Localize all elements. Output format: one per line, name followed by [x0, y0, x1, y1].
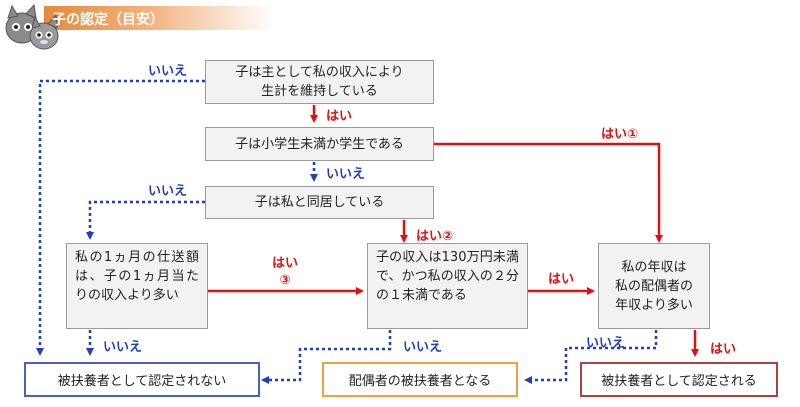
arrow-q1-no [36, 79, 205, 356]
node-q5: 子の収入は130万円未満で、かつ私の収入の２分の１未満である [367, 243, 528, 329]
label-q5-no: いいえ [403, 340, 443, 355]
page-title: 子の認定（目安） [52, 12, 164, 28]
node-q4: 私の1ヵ月の仕送額は、子の1ヵ月当たりの収入より多い [66, 243, 208, 329]
label-q1-yes: はい [326, 109, 353, 124]
label-q2-yes1: はい① [601, 127, 639, 142]
header-bar [44, 6, 274, 30]
node-end-not-dependent: 被扶養者として認定されない [24, 362, 260, 397]
node-end-dependent: 被扶養者として認定される [580, 362, 778, 397]
label-q6-yes: はい [710, 342, 737, 357]
arrow-q6-no [524, 330, 658, 384]
node-q2: 子は小学生未満か学生である [205, 127, 434, 161]
label-q3-yes2: はい② [416, 229, 454, 244]
node-end-spouse-dependent: 配偶者の被扶養者となる [322, 362, 518, 397]
label-q2-no: いいえ [326, 167, 366, 182]
label-q4-no: いいえ [103, 340, 143, 355]
node-q3: 子は私と同居している [205, 186, 434, 219]
mascot-icon [5, 3, 59, 50]
label-q4-yes3: はい ③ [272, 256, 299, 288]
arrow-q3-no [86, 200, 205, 240]
node-q1: 子は主として私の収入により 生計を維持している [205, 60, 434, 104]
arrow-q5-no [261, 330, 392, 384]
label-q5-yes: はい [548, 272, 575, 287]
label-q1-no: いいえ [148, 64, 188, 79]
label-q6-no: いいえ [586, 336, 626, 351]
node-q6: 私の年収は 私の配偶者の 年収より多い [598, 243, 710, 329]
label-q3-no: いいえ [148, 184, 188, 199]
arrow-q2-yes1 [434, 142, 663, 243]
